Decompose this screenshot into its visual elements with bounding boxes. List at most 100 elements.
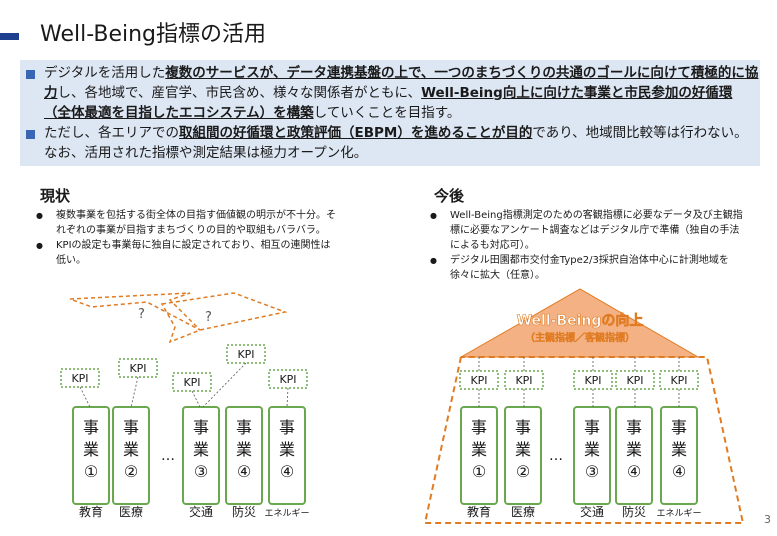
pillar-number: ④ bbox=[237, 462, 251, 481]
title-accent-bar bbox=[0, 33, 19, 40]
kpi-label: KPI bbox=[470, 374, 487, 387]
summary-text-1: デジタルを活用した複数のサービスが、データ連携基盤の上で、一つのまちづくりの共通… bbox=[44, 63, 759, 123]
question-mark: ? bbox=[138, 307, 145, 322]
summary-box: デジタルを活用した複数のサービスが、データ連携基盤の上で、一つのまちづくりの共通… bbox=[20, 60, 760, 166]
pillar-char: 業 bbox=[123, 440, 139, 459]
kpi-label: KPI bbox=[626, 374, 643, 387]
question-mark: ? bbox=[205, 310, 212, 325]
kpi-connector bbox=[130, 376, 139, 408]
pillar-label: 教育 bbox=[467, 504, 491, 519]
pillar-number: ③ bbox=[194, 462, 208, 481]
pillar-char: 業 bbox=[471, 440, 487, 459]
summary-text-part: し、各地域で、産官学、市民含め、様々な関係者がともに、 bbox=[57, 85, 422, 101]
pillar-number: ④ bbox=[280, 462, 294, 481]
kpi-label: KPI bbox=[237, 348, 254, 361]
pillar-box bbox=[72, 406, 110, 505]
kpi-box bbox=[268, 369, 308, 389]
kpi-box bbox=[172, 372, 212, 392]
pillar-label: エネルギー bbox=[264, 508, 309, 519]
pillar-label: 交通 bbox=[189, 504, 213, 519]
left-pillar-group: 事業①教育事業②医療事業③交通事業④防災事業④エネルギーKPIKPIKPIKPI… bbox=[60, 344, 310, 519]
pillar-number: ② bbox=[516, 462, 530, 481]
pillar-number: ④ bbox=[627, 462, 641, 481]
pillar-char: 事 bbox=[671, 418, 687, 437]
pillar-number: ④ bbox=[672, 462, 686, 481]
page-title: Well-Being指標の活用 bbox=[40, 22, 267, 47]
kpi-label: KPI bbox=[670, 374, 687, 387]
pillar-char: 事 bbox=[626, 418, 642, 437]
square-bullet-icon bbox=[26, 70, 35, 79]
kpi-label: KPI bbox=[515, 374, 532, 387]
summary-emphasis: 取組間の好循環と政策評価（EBPM）を進めることが目的 bbox=[179, 125, 533, 141]
summary-text-part: ただし、各エリアでの bbox=[44, 125, 179, 141]
summary-bullet-1: デジタルを活用した複数のサービスが、データ連携基盤の上で、一つのまちづくりの共通… bbox=[26, 63, 759, 123]
summary-bullet-2: ただし、各エリアでの取組間の好循環と政策評価（EBPM）を進めることが目的であり… bbox=[26, 123, 759, 163]
kpi-box bbox=[60, 368, 100, 388]
pillar-box bbox=[112, 406, 150, 505]
kpi-box bbox=[504, 370, 544, 390]
pillar-box bbox=[504, 406, 542, 505]
pillar-box bbox=[268, 406, 306, 505]
kpi-box bbox=[226, 344, 266, 364]
kpi-box bbox=[118, 358, 158, 378]
pillar-label: 医療 bbox=[119, 505, 143, 519]
square-bullet-icon bbox=[26, 130, 35, 139]
left-bullet-1: 複数事業を包括する街全体の目指す価値観の明示が不十分。それぞれの事業が目指すまち… bbox=[34, 208, 339, 238]
ellipsis: … bbox=[161, 448, 175, 464]
pillar-label: 交通 bbox=[580, 504, 604, 519]
roof-title: Well-Beingの向上 bbox=[517, 312, 644, 329]
pillar-char: 業 bbox=[626, 440, 642, 459]
pillar-number: ② bbox=[124, 462, 138, 481]
pillar-label: 教育 bbox=[79, 504, 103, 519]
kpi-box bbox=[459, 370, 499, 390]
page-number: 3 bbox=[764, 513, 771, 526]
pillar-number: ① bbox=[84, 462, 98, 481]
pillar-char: 業 bbox=[671, 440, 687, 459]
pillar-label: 医療 bbox=[511, 505, 535, 519]
wellbeing-roof: Well-Beingの向上 （主観指標／客観指標） bbox=[459, 288, 700, 358]
pillar-char: 業 bbox=[83, 440, 99, 459]
kpi-box bbox=[615, 370, 655, 390]
kpi-label: KPI bbox=[129, 362, 146, 375]
pillar-char: 業 bbox=[193, 440, 209, 459]
left-heading: 現状 bbox=[40, 187, 71, 205]
pillar-char: 業 bbox=[515, 440, 531, 459]
pillar-box bbox=[182, 406, 220, 505]
pillar-char: 事 bbox=[83, 418, 99, 437]
kpi-label: KPI bbox=[584, 374, 601, 387]
summary-emphasis: Well-Being向上に向けた事業と市民参加の好循環（全体最適を目指したエコシ… bbox=[44, 85, 733, 121]
pillar-label: 防災 bbox=[622, 504, 646, 519]
pillar-char: 事 bbox=[236, 418, 252, 437]
right-bullet-2: デジタル田園都市交付金Type2/3採択自治体中心に計測地域を徐々に拡大（任意）… bbox=[428, 253, 743, 283]
summary-text-part: していくことを目指す。 bbox=[313, 105, 461, 121]
pillar-box bbox=[225, 406, 263, 505]
kpi-label: KPI bbox=[183, 376, 200, 389]
kpi-box bbox=[659, 370, 699, 390]
pillar-label: エネルギー bbox=[656, 508, 701, 519]
kpi-connector bbox=[79, 386, 91, 408]
pillar-char: 事 bbox=[515, 418, 531, 437]
question-bubbles: ? ? bbox=[69, 292, 288, 344]
left-bullet-list: 複数事業を包括する街全体の目指す価値観の明示が不十分。それぞれの事業が目指すまち… bbox=[34, 208, 339, 268]
pillar-number: ① bbox=[472, 462, 486, 481]
right-bullet-list: Well-Being指標測定のための客観指標に必要なデータ及び主観指標に必要なア… bbox=[428, 208, 743, 283]
pillar-char: 業 bbox=[279, 440, 295, 459]
left-bullet-2: KPIの設定も事業毎に独自に設定されており、相互の連関性は低い。 bbox=[34, 238, 339, 268]
pillar-char: 業 bbox=[584, 440, 600, 459]
right-bullet-1: Well-Being指標測定のための客観指標に必要なデータ及び主観指標に必要なア… bbox=[428, 208, 743, 253]
right-heading: 今後 bbox=[434, 187, 465, 205]
roof-subtitle: （主観指標／客観指標） bbox=[525, 331, 635, 344]
pillar-char: 事 bbox=[584, 418, 600, 437]
pillar-box bbox=[615, 406, 653, 505]
summary-text-2: ただし、各エリアでの取組間の好循環と政策評価（EBPM）を進めることが目的であり… bbox=[44, 123, 759, 163]
dashed-frame bbox=[423, 356, 745, 524]
summary-emphasis: 複数のサービスが、データ連携基盤の上で、一つのまちづくりの共通のゴールに向けて積… bbox=[44, 65, 759, 101]
pillar-number: ③ bbox=[585, 462, 599, 481]
pillar-box bbox=[573, 406, 611, 505]
kpi-connector bbox=[286, 387, 289, 408]
pillar-char: 事 bbox=[123, 418, 139, 437]
summary-text-part: デジタルを活用した bbox=[44, 65, 166, 81]
kpi-box bbox=[573, 370, 613, 390]
